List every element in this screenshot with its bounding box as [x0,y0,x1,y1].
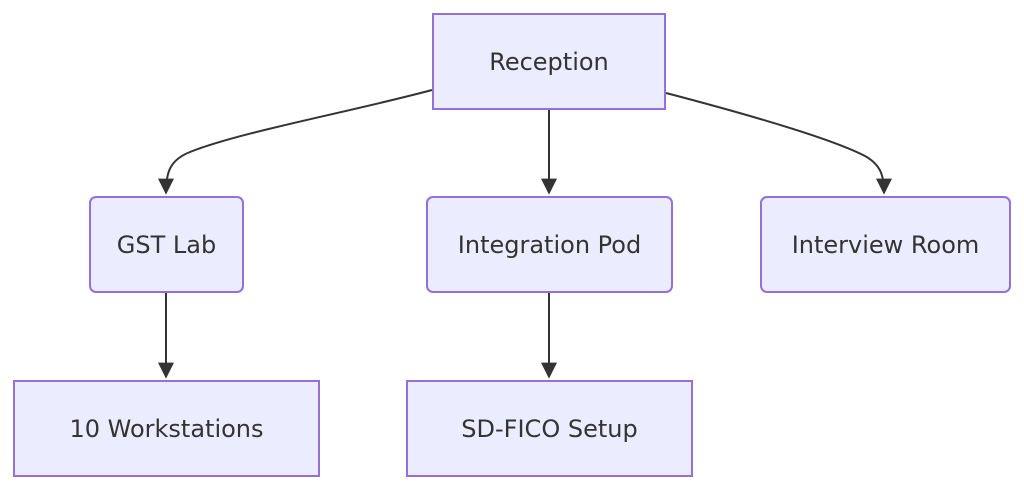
node-interview-room: Interview Room [760,196,1011,293]
node-reception: Reception [432,13,666,110]
node-gst-lab: GST Lab [89,196,244,293]
node-label: Interview Room [791,230,980,259]
node-label: Integration Pod [457,230,642,259]
node-label: GST Lab [116,230,217,259]
node-label: Reception [489,47,609,76]
node-10-workstations: 10 Workstations [13,380,320,477]
node-label: SD-FICO Setup [461,414,638,443]
node-label: 10 Workstations [69,414,264,443]
node-sd-fico-setup: SD-FICO Setup [406,380,693,477]
edge-reception-interview-room [665,92,892,195]
edge-reception-gst-lab [158,89,433,195]
node-integration-pod: Integration Pod [426,196,673,293]
